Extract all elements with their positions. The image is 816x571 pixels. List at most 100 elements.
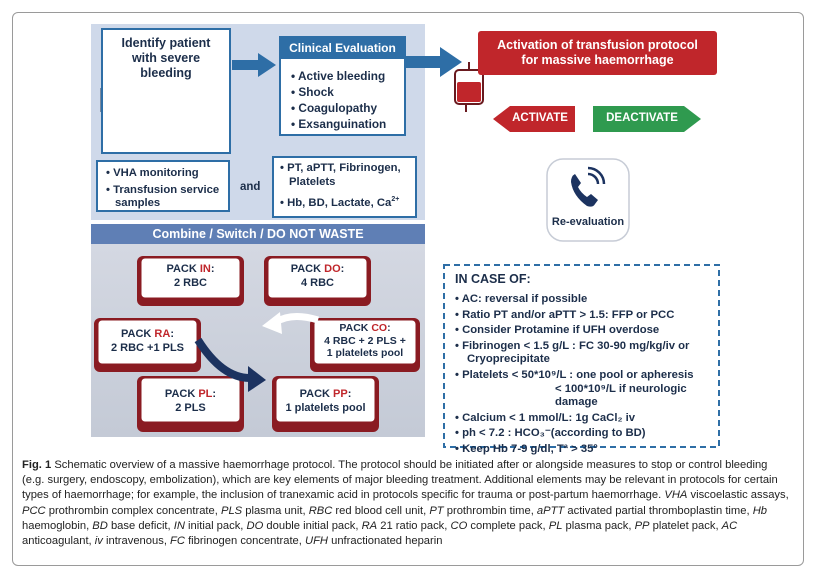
abbrev-definition: intravenous, (102, 535, 171, 548)
clinical-item: • Coagulopathy (291, 101, 378, 115)
pack-co-colon: : (387, 322, 391, 334)
in-case-item-text: < 100*10⁹/L if neurologic damage (555, 382, 687, 409)
activation-line2: for massive haemorrhage (521, 53, 674, 67)
switch-arrowhead-light (262, 312, 282, 334)
in-case-item-text: Ratio PT and/or aPTT > 1.5: FFP or PCC (462, 308, 675, 321)
abbrev-definition: red blood cell unit, (332, 504, 430, 517)
pack-do-colon: : (340, 263, 345, 275)
pack-pp-colon: : (347, 388, 352, 400)
abbrev-term: PCC (22, 504, 46, 517)
identify-line1: Identify patient (121, 36, 211, 50)
abbrev-term: Hb (752, 504, 767, 517)
pack-do-content: 4 RBC (300, 277, 334, 289)
switch-arrow (194, 337, 251, 382)
abbrev-definition: base deficit, (107, 519, 174, 532)
abbrev-definition: haemoglobin, (22, 519, 93, 532)
caption-main-text: Schematic overview of a massive haemorrh… (22, 459, 778, 502)
reevaluation-label: Re-evaluation (551, 216, 625, 228)
pack-pl-content: 2 PLS (175, 402, 206, 414)
in-case-item: • Ratio PT and/or aPTT > 1.5: FFP or PCC (455, 308, 675, 321)
abbrev-definition: prothrombin time, (443, 504, 537, 517)
pack-pl-prefix: PACK (164, 388, 199, 400)
abbrev-term: PL (548, 519, 563, 532)
abbrev-term: FC (170, 535, 185, 548)
in-case-item: • Calcium < 1 mmol/L: 1g CaCl₂ iv (455, 411, 636, 424)
clinical-item-text: Exsanguination (298, 117, 387, 131)
in-case-item-text: Keep Hb 7-9 g/dl, Tª > 35º (462, 442, 598, 455)
clinical-evaluation-title: Clinical Evaluation (281, 38, 404, 59)
abbrev-definition: unfractionated heparin (328, 535, 443, 548)
figure-caption: Fig. 1 Schematic overview of a massive h… (22, 458, 792, 549)
abbrev-term: DO (246, 519, 264, 532)
pack-ra: PACK RA: 2 RBC +1 PLS (98, 327, 197, 355)
and-label: and (240, 181, 261, 193)
monitoring-item: • Transfusion service samples (106, 183, 220, 210)
abbrev-definition: plasma pack, (562, 519, 635, 532)
in-case-item-text: Platelets < 50*10⁹/L : one pool or apher… (462, 368, 694, 381)
abbrev-definition: complete pack, (467, 519, 549, 532)
pack-pp-content: 1 platelets pool (285, 402, 366, 414)
abbrev-term: PLS (220, 504, 243, 517)
clinical-items: • Active bleeding• Shock• Coagulopathy• … (291, 68, 386, 132)
activation-box: Activation of transfusion protocol for m… (478, 31, 717, 75)
in-case-item: • ph < 7.2 : HCO₃⁻(according to BD) (455, 427, 646, 440)
pack-in-prefix: PACK (166, 263, 200, 275)
pack-do: PACK DO: 4 RBC (268, 262, 367, 290)
pack-co-prefix: PACK (339, 322, 372, 334)
in-case-box (443, 264, 720, 448)
abbrev-definition: double initial pack, (263, 519, 362, 532)
in-case-item: • Fibrinogen < 1.5 g/L : FC 30-90 mg/kg/… (455, 339, 690, 352)
pack-co-content2: 1 platelets pool (326, 347, 404, 359)
labs-box: • PT, aPTT, Fibrinogen, Platelets • Hb, … (272, 156, 417, 218)
activation-line1: Activation of transfusion protocol (497, 38, 698, 52)
in-case-item-text: AC: reversal if possible (461, 293, 588, 305)
pack-co-content: 4 RBC + 2 PLS + (324, 334, 406, 347)
banner-bg (91, 224, 425, 244)
abbrev-definition: fibrinogen concentrate, (184, 535, 305, 548)
pack-co-code: CO (371, 322, 388, 334)
monitoring-item: • VHA monitoring (106, 167, 199, 179)
deactivate-arrow-shape (593, 106, 701, 132)
identify-line2: with severe (131, 51, 201, 65)
abbrev-term: AC (721, 519, 738, 532)
abbrev-term: PP (634, 519, 650, 532)
pack-pp: PACK PP: 1 platelets pool (276, 387, 375, 415)
in-case-item: Cryoprecipitate (455, 353, 715, 367)
labs-line3-sup: 2+ (391, 196, 400, 203)
abbrev-definition: activated partial thromboplastin time, (564, 504, 753, 517)
pack-co: PACK CO: 4 RBC + 2 PLS + 1 platelets poo… (314, 322, 416, 360)
deactivate-label: DEACTIVATE (606, 112, 678, 124)
pack-do-code: DO (324, 263, 341, 275)
abbrev-term: PT (429, 504, 444, 517)
labs-line2: Platelets (289, 175, 336, 188)
in-case-item-text: Calcium < 1 mmol/L: 1g CaCl₂ iv (462, 411, 636, 424)
pack-do-prefix: PACK (290, 263, 325, 275)
identify-line3: bleeding (140, 66, 192, 80)
abbrev-definition: anticoagulant, (22, 535, 95, 548)
abbrev-term: RBC (308, 504, 333, 517)
in-case-item: • Platelets < 50*10⁹/L : one pool or aph… (455, 368, 694, 381)
activate-arrow-shape (493, 106, 575, 132)
arrow-to-clinical (232, 53, 276, 77)
in-case-item-text: ph < 7.2 : HCO₃⁻(according to BD) (462, 427, 646, 440)
abbrev-definition: initial pack, (184, 519, 247, 532)
phone-icon (571, 166, 606, 207)
pack-ra-code: RA (154, 328, 171, 340)
pack-in-content: 2 RBC (173, 277, 207, 289)
abbrev-definition: viscoelastic assays, (687, 489, 789, 502)
in-case-items: • AC: reversal if possible • Ratio PT and… (455, 291, 715, 457)
pack-pp-prefix: PACK (299, 388, 334, 400)
in-case-item: • AC: reversal if possible (455, 293, 588, 305)
labs-line1: PT, aPTT, Fibrinogen, (287, 162, 401, 174)
abbrev-term: BD (92, 519, 108, 532)
in-case-title: IN CASE OF: (455, 272, 531, 286)
in-case-item-text: Fibrinogen < 1.5 g/L : FC 30-90 mg/kg/iv… (462, 339, 690, 352)
activate-label: ACTIVATE (512, 112, 568, 124)
clinical-item-text: Coagulopathy (298, 101, 378, 115)
abbrev-term: VHA (664, 489, 688, 502)
caption-fig-label: Fig. 1 (22, 459, 52, 471)
abbrev-term: iv (94, 535, 103, 548)
abbrev-term: IN (173, 519, 185, 532)
clinical-item: • Shock (291, 85, 334, 99)
arrow-to-activation (406, 47, 462, 77)
